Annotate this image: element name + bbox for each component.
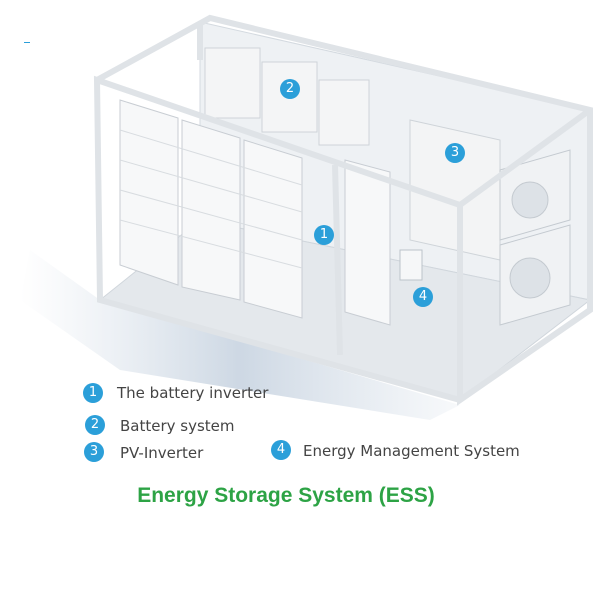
callout-badge-1: 1 <box>314 225 334 245</box>
decorative-dash <box>24 42 30 43</box>
shadow <box>20 250 460 420</box>
callout-badge-4: 4 <box>413 287 433 307</box>
callout-badge-3: 3 <box>445 143 465 163</box>
legend-label-2: Battery system <box>120 417 235 435</box>
legend-badge-4: 4 <box>271 440 291 460</box>
battery-racks-front <box>119 99 391 326</box>
diagram-title: Energy Storage System (ESS) <box>137 484 435 507</box>
ems-unit <box>399 249 423 281</box>
legend-badge-3: 3 <box>84 442 104 462</box>
legend-badge-2: 2 <box>85 415 105 435</box>
legend-label-1: The battery inverter <box>117 384 269 402</box>
cooling-units <box>499 149 571 326</box>
legend-label-3: PV-Inverter <box>120 444 204 462</box>
callout-badge-2: 2 <box>280 79 300 99</box>
legend-label-4: Energy Management System <box>303 442 520 460</box>
container-frame <box>93 14 593 406</box>
legend-badge-1: 1 <box>83 383 103 403</box>
